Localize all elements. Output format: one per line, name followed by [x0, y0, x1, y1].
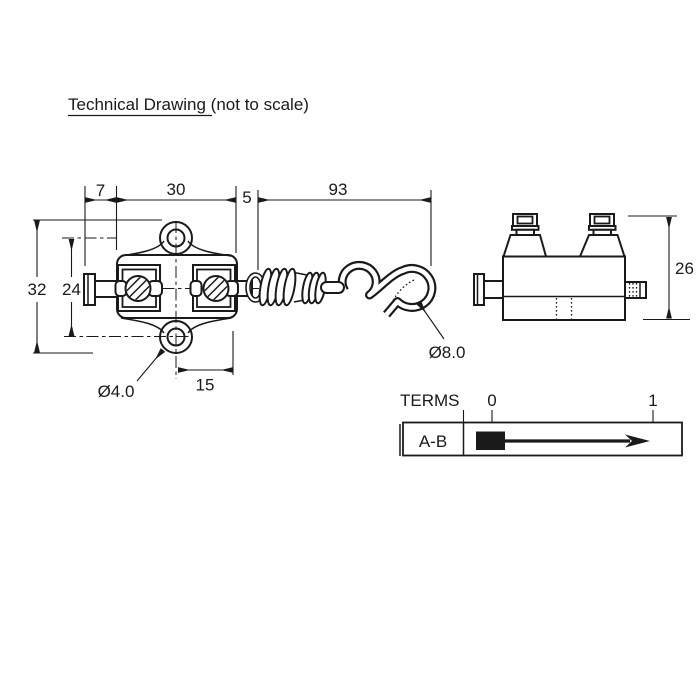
dim-text-30: 30 — [167, 180, 186, 199]
dim-text-32: 32 — [28, 280, 47, 299]
front-view: 7 30 5 93 32 24 15 Ø4.0 Ø8.0 — [28, 180, 466, 401]
screw-cap-inner — [516, 215, 534, 225]
dim-text-15: 15 — [196, 376, 215, 395]
terms-state-block — [476, 431, 505, 450]
dim-text-24: 24 — [62, 280, 81, 299]
label-mount-hole-dia: Ø4.0 — [98, 382, 135, 401]
title: Technical Drawing (not to scale) — [68, 95, 309, 117]
terminal-screw-left — [511, 213, 540, 237]
side-body — [502, 255, 626, 321]
terms-arrow-head — [625, 434, 650, 448]
page-title-suffix: (not to scale) — [206, 95, 309, 114]
terminal-tower-left — [502, 234, 548, 258]
spring — [245, 267, 327, 307]
leader-hook-dia — [416, 301, 445, 340]
plunger-flange — [83, 273, 96, 306]
side-plunger — [473, 273, 504, 306]
terms-row-label: A-B — [419, 432, 447, 451]
tab-curve — [120, 317, 165, 334]
coil-turn — [282, 267, 297, 307]
terminal-screw-right — [588, 213, 617, 237]
tab-curve — [120, 240, 165, 257]
side-plunger-rod — [483, 280, 504, 299]
clamp-ear — [189, 280, 203, 297]
terms-scale-start: 0 — [487, 391, 496, 410]
label-hook-dia: Ø8.0 — [429, 343, 466, 362]
terminal-block-left — [114, 264, 163, 312]
leader-mount-hole — [136, 348, 166, 382]
spring-coil-block-1 — [258, 267, 297, 307]
front-view-dimensions: 7 30 5 93 32 24 15 Ø4.0 Ø8.0 — [28, 180, 466, 401]
plunger-rod — [94, 280, 118, 298]
terms-header: TERMS — [400, 391, 460, 410]
dim-text-26: 26 — [675, 259, 694, 278]
side-plunger-flange — [473, 273, 485, 306]
side-view: 26 — [473, 213, 694, 321]
dim-text-93: 93 — [329, 180, 348, 199]
terminal-tower-right — [578, 234, 626, 258]
screw-cap-inner — [593, 215, 611, 225]
terminal-block-right — [189, 264, 239, 312]
dim-text-5: 5 — [242, 188, 251, 207]
dim-text-7: 7 — [96, 181, 105, 200]
side-output-stud — [624, 281, 647, 299]
mount-tab-curves — [120, 240, 232, 334]
terms-table: TERMS 0 1 A-B — [399, 391, 683, 457]
coil-wire-stub — [293, 271, 308, 276]
stud-body — [624, 281, 647, 299]
s-hook — [337, 260, 437, 318]
terms-scale-end: 1 — [648, 391, 657, 410]
plunger — [83, 273, 118, 306]
side-view-dimensions: 26 — [628, 215, 694, 321]
tab-curve — [187, 240, 232, 257]
page-title-main: Technical Drawing — [68, 95, 206, 114]
hook-rod — [320, 281, 345, 294]
tab-curve — [187, 317, 232, 334]
page-title: Technical Drawing (not to scale) — [68, 95, 309, 114]
